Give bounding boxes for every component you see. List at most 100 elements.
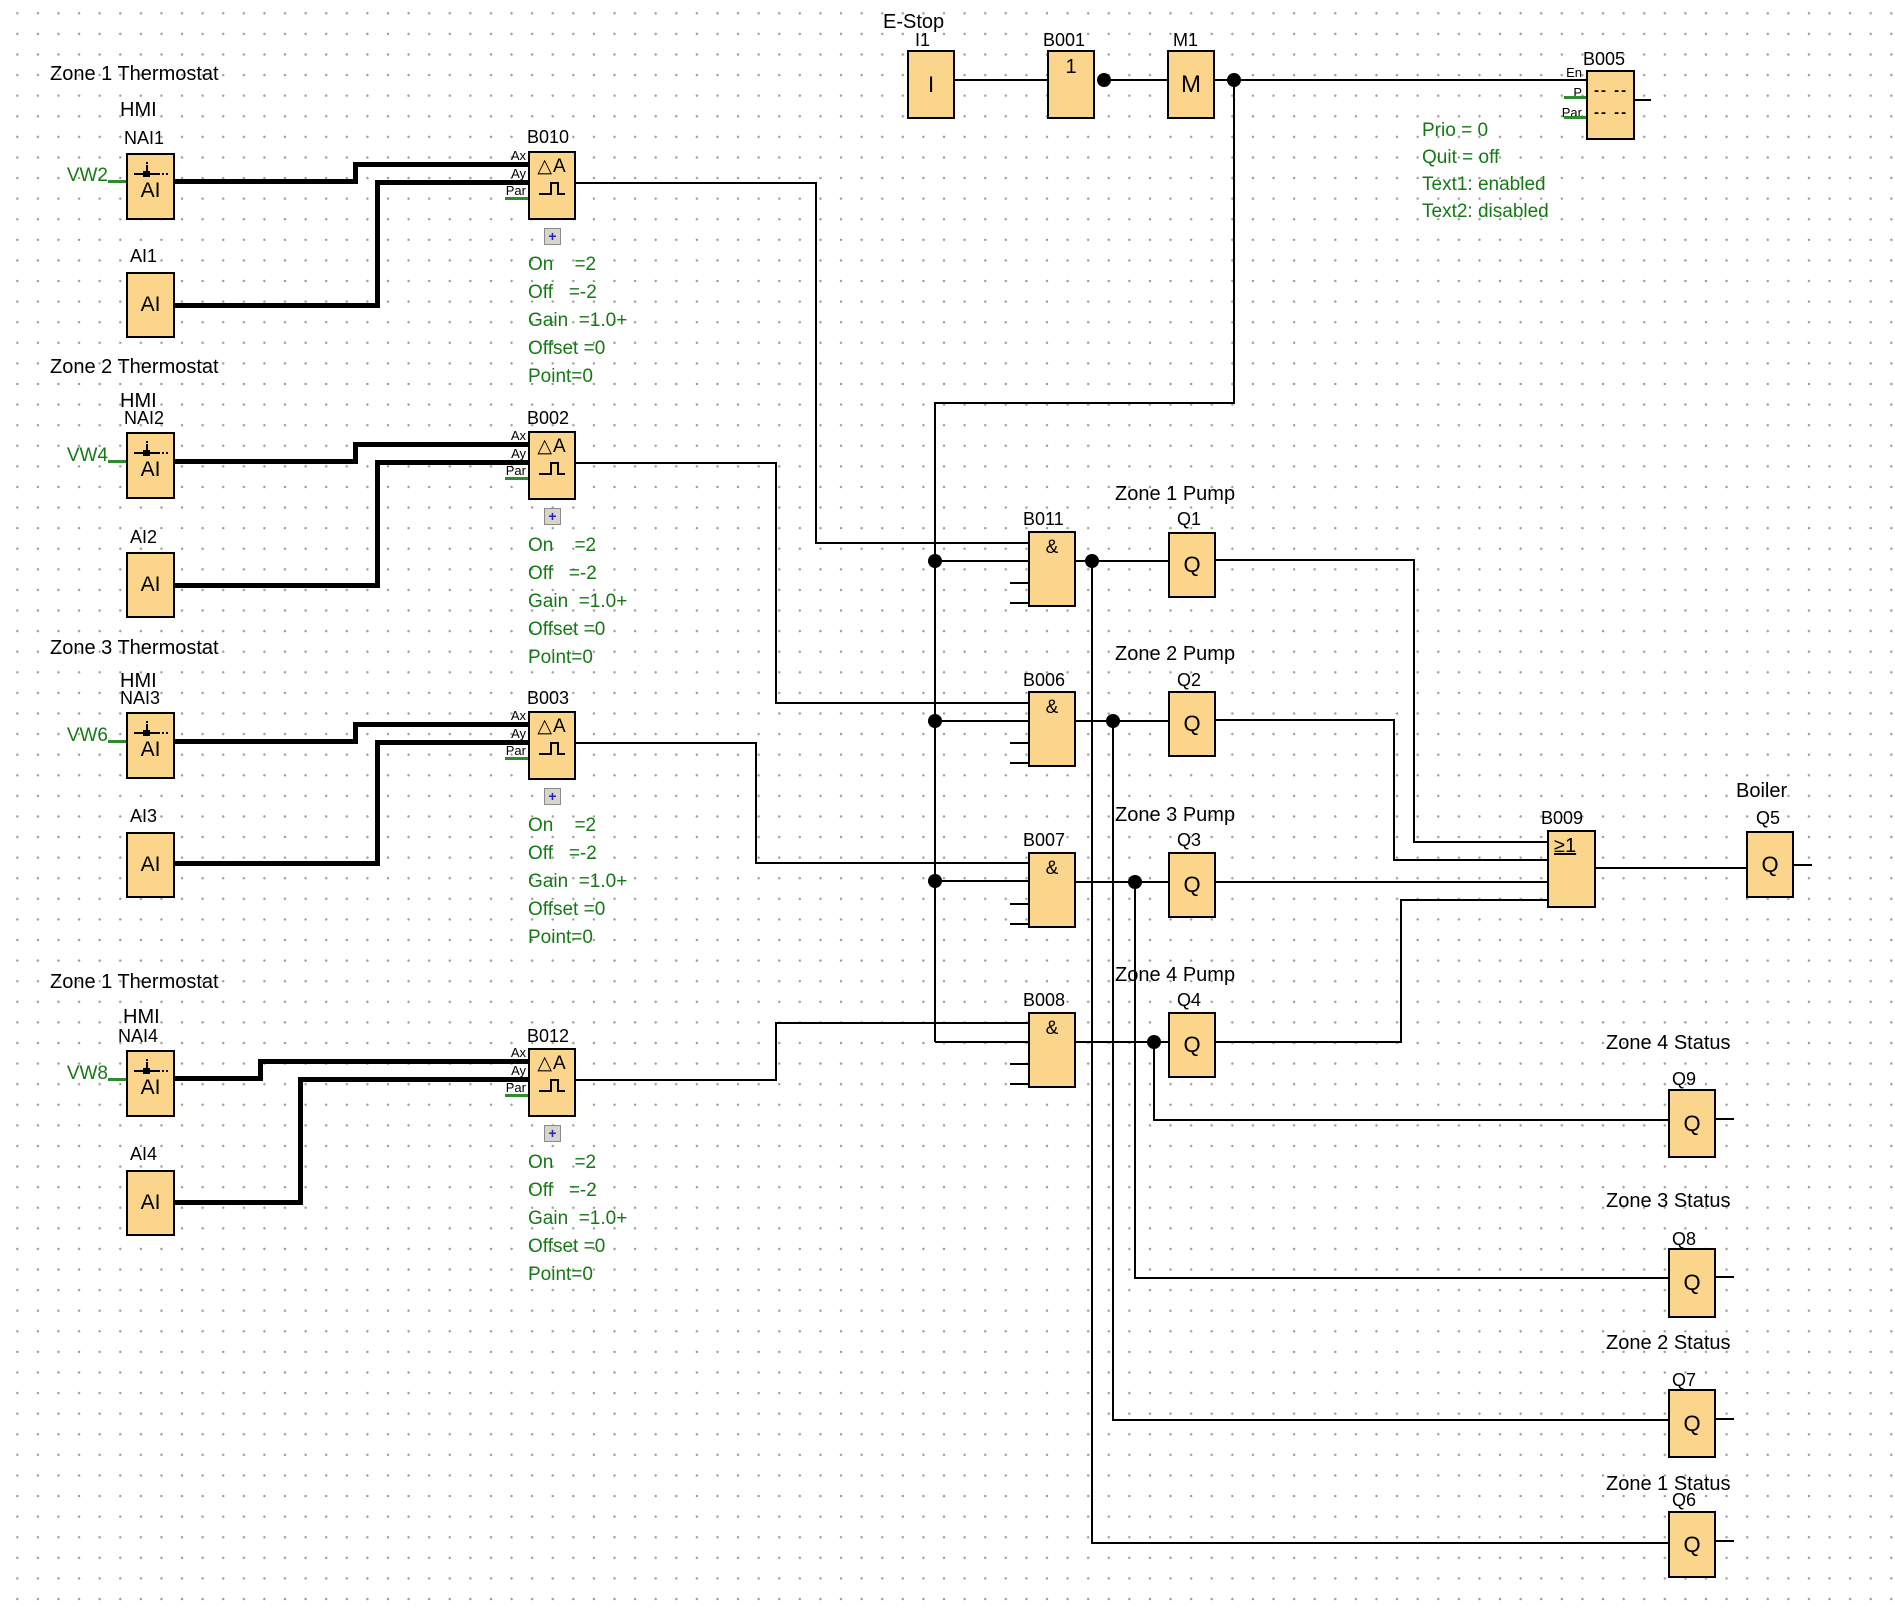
- param-line: Point=0: [528, 647, 593, 668]
- wire: [1400, 900, 1402, 1043]
- expand-params-button[interactable]: +: [544, 1125, 561, 1142]
- network-analog-input-block-nai2[interactable]: AI: [126, 432, 175, 499]
- and-gate-block-b011[interactable]: &: [1028, 531, 1076, 607]
- wire: [1134, 1277, 1668, 1279]
- unused-input-stub: [1010, 602, 1028, 604]
- wire: [353, 722, 358, 744]
- zone3-pump-title: Zone 3 Pump: [1115, 804, 1236, 826]
- threshold-pulse-icon: [539, 1079, 565, 1092]
- inversion-dot: [1097, 73, 1111, 87]
- expand-params-button[interactable]: +: [544, 228, 561, 245]
- wire: [936, 720, 1028, 722]
- or-gate-block-b009[interactable]: ≥1: [1547, 830, 1596, 908]
- block-letter: Q: [1761, 851, 1779, 877]
- analog-input-icon: [133, 162, 169, 178]
- output-block-q9[interactable]: Q: [1668, 1089, 1716, 1158]
- wire: [1153, 1042, 1155, 1121]
- and-gate-block-b007[interactable]: &: [1028, 852, 1076, 928]
- analog-input-block-ai3[interactable]: AI: [126, 832, 175, 898]
- and-gate-block-b008[interactable]: &: [1028, 1012, 1076, 1088]
- param-line: Offset =0: [528, 1236, 606, 1257]
- output-block-q4[interactable]: Q: [1168, 1012, 1216, 1078]
- network-analog-input-block-nai1[interactable]: AI: [126, 153, 175, 220]
- digital-input-block-i1[interactable]: I: [907, 50, 955, 119]
- wire: [1635, 99, 1651, 101]
- wire: [353, 442, 358, 464]
- delta-a-icon: △A: [537, 156, 567, 177]
- analog-input-icon: [133, 441, 169, 457]
- param-line: Off =-2: [528, 1180, 597, 1201]
- message-text-block-b005[interactable]: -- -- -- --: [1586, 70, 1635, 140]
- wire: [258, 1059, 263, 1081]
- expand-params-button[interactable]: +: [544, 788, 561, 805]
- wire: [1076, 1041, 1168, 1043]
- message-param: Text2: disabled: [1422, 201, 1549, 222]
- wire: [1400, 899, 1547, 901]
- zone1-status-title: Zone 1 Status: [1606, 1473, 1731, 1495]
- zone1-pump-title: Zone 1 Pump: [1115, 483, 1236, 505]
- analog-input-block-ai1[interactable]: AI: [126, 272, 175, 338]
- wire: [755, 742, 757, 864]
- flag-block-m1[interactable]: M: [1167, 50, 1215, 119]
- zone2-vw-ref: VW4: [66, 445, 108, 466]
- param-line: Offset =0: [528, 619, 606, 640]
- block-letter: AI: [140, 1191, 161, 1214]
- analog-input-block-ai2[interactable]: AI: [126, 552, 175, 618]
- wire: [815, 182, 817, 544]
- wire: [1112, 722, 1114, 1421]
- network-analog-input-block-nai4[interactable]: AI: [126, 1050, 175, 1117]
- output-block-q2[interactable]: Q: [1168, 691, 1216, 757]
- pin-ax: Ax: [510, 1045, 526, 1060]
- pin-par: Par: [505, 183, 526, 198]
- zone3-status-title: Zone 3 Status: [1606, 1190, 1731, 1212]
- wire: [375, 180, 528, 185]
- analog-threshold-block-b010[interactable]: △A: [528, 151, 576, 220]
- par-stub: [505, 1094, 528, 1097]
- analog-input-block-ai4[interactable]: AI: [126, 1170, 175, 1236]
- b007-label: B007: [1023, 830, 1066, 850]
- zone2-nai-label: NAI2: [124, 408, 165, 428]
- expand-params-button[interactable]: +: [544, 508, 561, 525]
- par-stub: [505, 197, 528, 200]
- output-block-q1[interactable]: Q: [1168, 532, 1216, 598]
- output-block-q5[interactable]: Q: [1746, 831, 1794, 898]
- output-block-q3[interactable]: Q: [1168, 852, 1216, 918]
- and-gate-block-b006[interactable]: &: [1028, 691, 1076, 767]
- zone3-vw-stub: [108, 740, 128, 743]
- wire: [175, 303, 379, 308]
- analog-threshold-block-b003[interactable]: △A: [528, 711, 576, 780]
- zone1-ai-label: AI1: [130, 246, 158, 266]
- wire: [1111, 79, 1167, 81]
- output-block-q6[interactable]: Q: [1668, 1511, 1716, 1578]
- analog-threshold-block-b002[interactable]: △A: [528, 431, 576, 500]
- delta-a-icon: △A: [537, 716, 567, 737]
- message-param: Prio = 0: [1422, 120, 1489, 141]
- wire: [775, 1022, 1028, 1024]
- wire: [775, 1022, 777, 1081]
- zone2-pump-title: Zone 2 Pump: [1115, 643, 1236, 665]
- block-letter: AI: [140, 293, 161, 316]
- unused-input-stub: [1010, 582, 1028, 584]
- pin-par: Par: [505, 743, 526, 758]
- pin-ax: Ax: [510, 708, 526, 723]
- wire: [353, 162, 528, 167]
- param-line: Offset =0: [528, 338, 606, 359]
- network-analog-input-block-nai3[interactable]: AI: [126, 712, 175, 779]
- wire: [1233, 80, 1235, 403]
- output-block-q7[interactable]: Q: [1668, 1389, 1716, 1458]
- zone4-vw-stub: [108, 1078, 128, 1081]
- output-block-q8[interactable]: Q: [1668, 1248, 1716, 1318]
- analog-threshold-block-b012[interactable]: △A: [528, 1048, 576, 1117]
- delta-a-icon: △A: [537, 436, 567, 457]
- wire: [576, 182, 817, 184]
- block-letter: Q: [1683, 1410, 1701, 1436]
- estop-title: E-Stop: [883, 11, 945, 33]
- par-stub: [1564, 116, 1586, 119]
- unused-input-stub: [1010, 903, 1028, 905]
- wire: [1091, 1542, 1668, 1544]
- q4-label: Q4: [1177, 990, 1202, 1010]
- message-param: Text1: enabled: [1422, 174, 1546, 195]
- wire: [936, 560, 1028, 562]
- not-gate-block-b001[interactable]: 1: [1047, 50, 1095, 119]
